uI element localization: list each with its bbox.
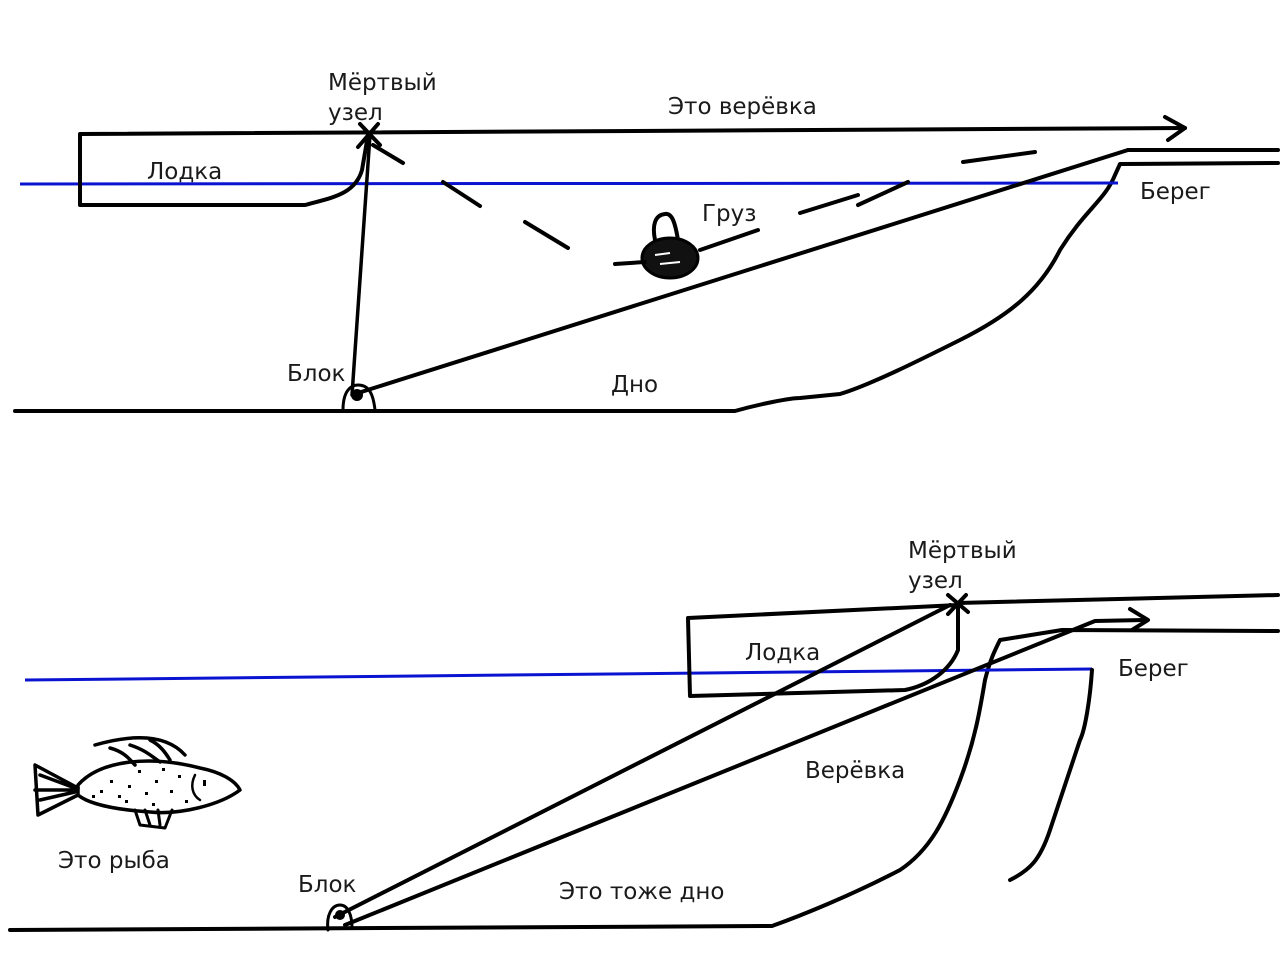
top-diagram: Мёртвый узел Это верёвка Лодка Груз Бере… [13,70,1280,413]
fish-icon [33,736,242,830]
top-boat [78,133,370,207]
bottom-boat-label: Лодка [745,640,820,666]
top-rope-vertical [350,133,372,397]
bottom-water-line [24,667,1093,682]
top-rope-label: Это верёвка [668,94,817,120]
bottom-shore-label: Берег [1118,656,1189,682]
bottom-boat [686,603,960,698]
bottom-rope-arrowhead [1128,607,1150,632]
top-bottom-label: Дно [611,372,658,398]
bottom-dead-knot-label-line2: узел [908,568,963,594]
bottom-rope-to-shore [343,618,1147,927]
bottom-shore-curve [1008,668,1094,882]
top-rope-diagonal [356,148,1130,395]
top-pulley-icon [341,383,377,412]
fish-label: Это рыба [58,848,170,874]
top-pulley-label: Блок [287,361,346,387]
top-dead-knot-label-line2: узел [328,100,383,126]
bottom-rope-label: Верёвка [805,758,905,784]
top-dead-knot-label-line1: Мёртвый [328,70,437,96]
top-weight-label: Груз [702,201,756,227]
top-water-line [19,181,1119,186]
top-rope-arrow-line [78,126,1187,136]
top-weight-path-dashes [371,143,1037,252]
bottom-rope-to-knot [333,603,952,919]
bottom-dead-knot-label-line1: Мёртвый [908,538,1017,564]
top-seabed-line [13,161,1280,413]
top-boat-label: Лодка [147,159,222,185]
bottom-diagram: Мёртвый узел Лодка Берег Верёвка Это рыб… [8,538,1280,932]
bottom-dead-knot-icon [946,593,970,616]
top-weight-icon [613,211,700,280]
bottom-pulley-icon [326,903,354,932]
bottom-pulley-label: Блок [298,872,357,898]
top-rope-arrowhead [1163,115,1187,142]
bottom-shore-upper-line [956,593,1280,605]
top-shore-label: Берег [1140,179,1211,205]
bottom-bottom-label: Это тоже дно [559,879,725,905]
